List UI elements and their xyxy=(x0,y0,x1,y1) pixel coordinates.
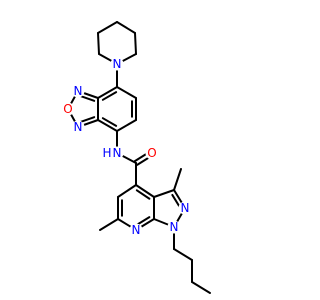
bond-py5-py4 xyxy=(117,184,137,198)
bond-bz6-bz1-inner xyxy=(101,91,118,101)
bond-bu3-bu4 xyxy=(191,281,211,294)
piperidine-nitrogen-label-backdrop xyxy=(110,57,124,71)
bond-bz3-bz4 xyxy=(116,119,137,132)
bond-ox_n2-bz5-inner xyxy=(79,116,96,124)
oxadiazole-oxygen-label-backdrop xyxy=(61,102,75,116)
bond-pip_c3-pip_c4 xyxy=(116,21,136,34)
pyrazole-nitrogen-2-label-backdrop xyxy=(178,201,192,215)
pyrazole-nitrogen-1-label-backdrop xyxy=(167,220,181,234)
oxadiazole-nitrogen-label-lower: N xyxy=(74,120,83,134)
bond-bu1-bu2 xyxy=(173,248,193,261)
bond-pz3-pz_me xyxy=(173,168,182,191)
bond-py4-py3a xyxy=(135,184,155,198)
pyrazole-nitrogen-1-label: N xyxy=(170,220,179,234)
pyrazole-nitrogen-2-label: N xyxy=(181,201,190,215)
bond-bz6-bz1 xyxy=(97,86,118,99)
bond-layer xyxy=(67,21,211,294)
oxadiazole-oxygen-label: O xyxy=(63,102,72,116)
bond-pip_c2-pip_c3 xyxy=(97,21,118,34)
oxadiazole-nitrogen-label-lower-backdrop xyxy=(71,120,85,134)
amide-hydrogen-label-backdrop xyxy=(100,146,114,160)
amide-nitrogen-label: N xyxy=(113,146,122,160)
pyridine-nitrogen-label: N xyxy=(132,223,141,237)
bond-py6-me6 xyxy=(99,218,119,231)
bond-bz4-bz5 xyxy=(97,119,118,132)
pyridine-nitrogen-label-backdrop xyxy=(129,223,143,237)
oxadiazole-nitrogen-label-upper: N xyxy=(74,84,83,98)
bond-pz3-pzn2-inner xyxy=(171,193,182,209)
bond-bz1-bz2 xyxy=(116,86,137,99)
carbonyl-oxygen-label: O xyxy=(147,146,156,160)
bond-py4-py3a-inner xyxy=(135,189,151,200)
amide-hydrogen-label: H xyxy=(102,146,111,160)
carbonyl-oxygen-label-backdrop xyxy=(145,146,159,160)
bond-py7a-pyn7-inner xyxy=(135,216,151,226)
bond-pip_c1-pip_c2 xyxy=(97,32,100,55)
bond-bz6-ox_n1-inner xyxy=(79,94,96,102)
bond-py3a-pz3 xyxy=(153,189,175,198)
bond-pip_c4-pip_c5 xyxy=(134,32,137,55)
piperidine-nitrogen-label: N xyxy=(113,57,122,71)
bond-bz4-bz5-inner xyxy=(101,117,118,127)
oxadiazole-nitrogen-label-upper-backdrop xyxy=(71,84,85,98)
amide-nitrogen-label-backdrop xyxy=(110,146,124,160)
